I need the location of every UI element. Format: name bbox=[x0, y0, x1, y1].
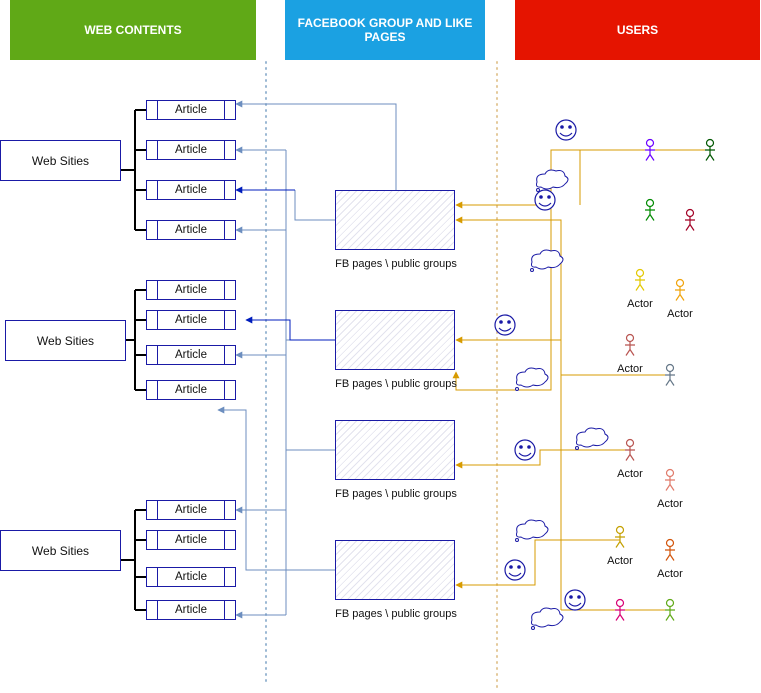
lane-header-web-contents: WEB CONTENTS bbox=[10, 0, 256, 60]
site-brace-2 bbox=[126, 289, 155, 391]
fb-page-label: FB pages \ public groups bbox=[335, 378, 457, 390]
article-node: Article bbox=[146, 100, 236, 120]
article-node: Article bbox=[146, 345, 236, 365]
article-node: Article bbox=[146, 310, 236, 330]
article-node: Article bbox=[146, 280, 236, 300]
web-site-box: Web Sities bbox=[0, 530, 121, 571]
stick-figure-icon bbox=[665, 598, 675, 621]
fb-page-label: FB pages \ public groups bbox=[335, 488, 457, 500]
smiley-icon bbox=[534, 189, 556, 211]
stick-figure-icon bbox=[665, 538, 675, 561]
lane-header-facebook: FACEBOOK GROUP AND LIKE PAGES bbox=[285, 0, 485, 60]
actor-label: Actor bbox=[627, 298, 653, 310]
smiley-icon bbox=[555, 119, 577, 141]
actor-label: Actor bbox=[667, 308, 693, 320]
actor-label: Actor bbox=[617, 468, 643, 480]
site-brace-3 bbox=[121, 509, 155, 611]
stick-figure-icon bbox=[615, 525, 625, 548]
fb-page-box bbox=[335, 540, 455, 600]
stick-figure-icon bbox=[685, 208, 695, 231]
web-site-box: Web Sities bbox=[0, 140, 121, 181]
thought-cloud-icon bbox=[536, 169, 569, 192]
smiley-icon bbox=[504, 559, 526, 581]
web-site-box: Web Sities bbox=[5, 320, 126, 361]
stick-figure-icon bbox=[625, 333, 635, 356]
fb-page-box bbox=[335, 190, 455, 250]
stick-figure-icon bbox=[615, 598, 625, 621]
article-node: Article bbox=[146, 600, 236, 620]
fb-page-label: FB pages \ public groups bbox=[335, 608, 457, 620]
stick-figure-icon bbox=[635, 268, 645, 291]
article-node: Article bbox=[146, 380, 236, 400]
stick-figure-icon bbox=[665, 468, 675, 491]
lane-header-users: USERS bbox=[515, 0, 760, 60]
article-node: Article bbox=[146, 567, 236, 587]
actor-label: Actor bbox=[607, 555, 633, 567]
site-brace-1 bbox=[121, 109, 155, 231]
stick-figure-icon bbox=[705, 138, 715, 161]
article-node: Article bbox=[146, 530, 236, 550]
article-node: Article bbox=[146, 500, 236, 520]
article-node: Article bbox=[146, 140, 236, 160]
stick-figure-icon bbox=[645, 198, 655, 221]
article-node: Article bbox=[146, 180, 236, 200]
smiley-icon bbox=[494, 314, 516, 336]
stick-figure-icon bbox=[645, 138, 655, 161]
actor-label: Actor bbox=[657, 498, 683, 510]
fb-page-label: FB pages \ public groups bbox=[335, 258, 457, 270]
actor-label: Actor bbox=[657, 568, 683, 580]
thought-cloud-icon bbox=[515, 367, 549, 391]
fb-page-box bbox=[335, 420, 455, 480]
smiley-icon bbox=[514, 439, 536, 461]
smiley-icon bbox=[564, 589, 586, 611]
thought-cloud-icon bbox=[515, 519, 549, 542]
fb-page-box bbox=[335, 310, 455, 370]
stick-figure-icon bbox=[665, 363, 675, 386]
stick-figure-icon bbox=[675, 278, 685, 301]
actor-label: Actor bbox=[617, 363, 643, 375]
stick-figure-icon bbox=[625, 438, 635, 461]
article-node: Article bbox=[146, 220, 236, 240]
thought-cloud-icon bbox=[530, 249, 564, 272]
thought-cloud-icon bbox=[531, 607, 564, 630]
thought-cloud-icon bbox=[575, 427, 609, 450]
